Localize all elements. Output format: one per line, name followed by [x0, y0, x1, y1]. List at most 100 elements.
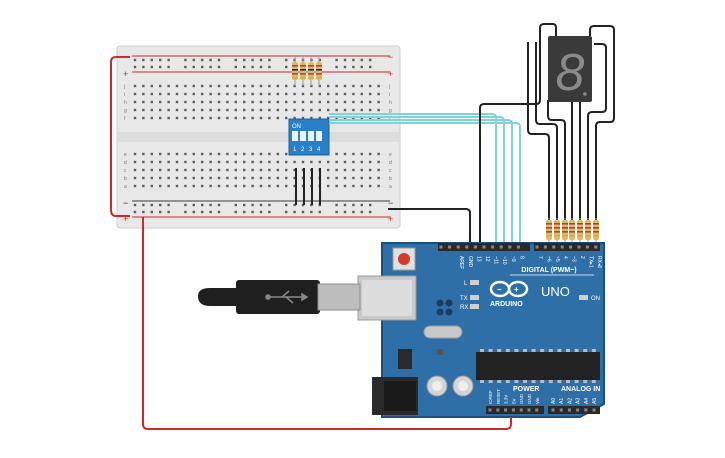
terminal-hole — [360, 92, 363, 96]
terminal-hole — [251, 168, 254, 172]
terminal-hole — [217, 92, 221, 96]
rail-hole — [159, 58, 162, 62]
rail-hole — [192, 58, 195, 62]
terminal-hole — [268, 84, 271, 88]
usb-cable[interactable] — [198, 280, 361, 314]
seven-segment-display[interactable]: 8 — [548, 36, 592, 102]
terminal-hole — [293, 168, 296, 172]
terminal-hole — [159, 100, 162, 104]
display-segment-wires[interactable] — [527, 25, 615, 222]
rail-hole — [159, 210, 162, 214]
chip-pin — [514, 380, 519, 383]
terminal-hole — [150, 84, 153, 88]
row-letter-left: d — [124, 160, 127, 166]
terminal-hole — [209, 100, 212, 104]
rail-hole — [243, 58, 246, 62]
resistor-band — [546, 231, 552, 233]
dip-toggle-2[interactable] — [300, 131, 306, 141]
terminal-hole — [184, 116, 187, 120]
chip-pin — [557, 349, 562, 352]
chip-pin — [497, 380, 502, 383]
segment-wire-c[interactable] — [547, 100, 566, 222]
terminal-hole — [159, 184, 162, 188]
segment-wire-b[interactable] — [535, 42, 558, 222]
terminal-hole — [201, 108, 204, 112]
rail-hole — [184, 58, 187, 62]
terminal-hole — [327, 92, 330, 96]
resistor-band — [577, 231, 583, 233]
dip-ground-wires[interactable] — [295, 168, 321, 205]
terminal-hole — [293, 92, 296, 96]
rail-hole — [201, 58, 204, 62]
cyan-wire-pin-9[interactable] — [329, 122, 521, 246]
terminal-hole — [226, 100, 229, 104]
red-rail-jumper-wire[interactable] — [110, 56, 130, 217]
header-pin — [535, 408, 539, 412]
terminal-hole — [209, 116, 212, 120]
rail-hole — [217, 58, 221, 62]
dip-switch[interactable]: ON 1 2 3 4 — [288, 118, 330, 156]
rail-hole — [360, 203, 363, 207]
terminal-hole — [285, 92, 288, 96]
terminal-hole — [293, 100, 296, 104]
header-pin — [482, 245, 486, 249]
terminal-hole — [234, 176, 237, 180]
chip-pin — [591, 349, 596, 352]
dip-toggle-1[interactable] — [292, 131, 298, 141]
rail-hole — [192, 203, 195, 207]
breadboard-resistors[interactable] — [292, 56, 322, 86]
header-pin — [465, 245, 469, 249]
dip-number-4: 4 — [317, 147, 321, 153]
terminal-hole — [276, 100, 279, 104]
resistor-band — [569, 223, 575, 225]
usb-b-port[interactable] — [357, 275, 417, 321]
header-pin — [527, 408, 531, 412]
terminal-hole — [243, 152, 246, 156]
segment-wire-a[interactable] — [527, 42, 550, 222]
cyan-signal-wires[interactable] — [329, 113, 521, 246]
power-led-label: ON — [591, 296, 600, 302]
terminal-hole — [310, 92, 313, 96]
row-letter-left: h — [124, 100, 127, 106]
terminal-hole — [259, 176, 263, 180]
segment-wire-f[interactable] — [587, 43, 607, 222]
black-gnd-wire[interactable] — [388, 208, 471, 246]
terminal-hole — [184, 168, 187, 172]
rail-hole — [217, 65, 221, 69]
terminal-hole — [268, 100, 271, 104]
terminal-hole — [243, 108, 246, 112]
terminal-hole — [184, 84, 187, 88]
dip-toggle-4[interactable] — [316, 131, 322, 141]
display-common-wire[interactable] — [479, 23, 557, 246]
small-component — [437, 349, 443, 355]
terminal-hole — [327, 100, 330, 104]
terminal-hole — [192, 176, 195, 180]
rail-hole — [259, 65, 263, 69]
power-pin-label: Vin — [535, 397, 540, 404]
terminal-hole — [217, 160, 221, 164]
segment-wire-g[interactable] — [589, 25, 615, 222]
rail-plus-label-bottom-left: + — [123, 214, 128, 224]
dip-toggle-3[interactable] — [308, 131, 314, 141]
terminal-hole — [142, 176, 145, 180]
row-letter-left: j — [123, 84, 125, 90]
digital-pin-label: ~9 — [510, 256, 516, 262]
terminal-hole — [369, 108, 372, 112]
resistor-band — [292, 77, 298, 79]
reset-button[interactable] — [398, 253, 410, 265]
dc-power-jack[interactable] — [372, 377, 418, 415]
digital-pin-label: TX▸1 — [587, 256, 593, 268]
terminal-hole — [217, 84, 221, 88]
chip-pin — [505, 380, 510, 383]
analog-pin-label: A3 — [576, 398, 582, 404]
terminal-hole — [369, 168, 372, 172]
header-pin — [535, 245, 539, 249]
resistor-band — [554, 231, 560, 233]
resistor-band — [316, 69, 322, 71]
red-5v-wire[interactable] — [142, 217, 512, 430]
rail-hole — [369, 210, 372, 214]
rail-hole — [352, 58, 355, 62]
